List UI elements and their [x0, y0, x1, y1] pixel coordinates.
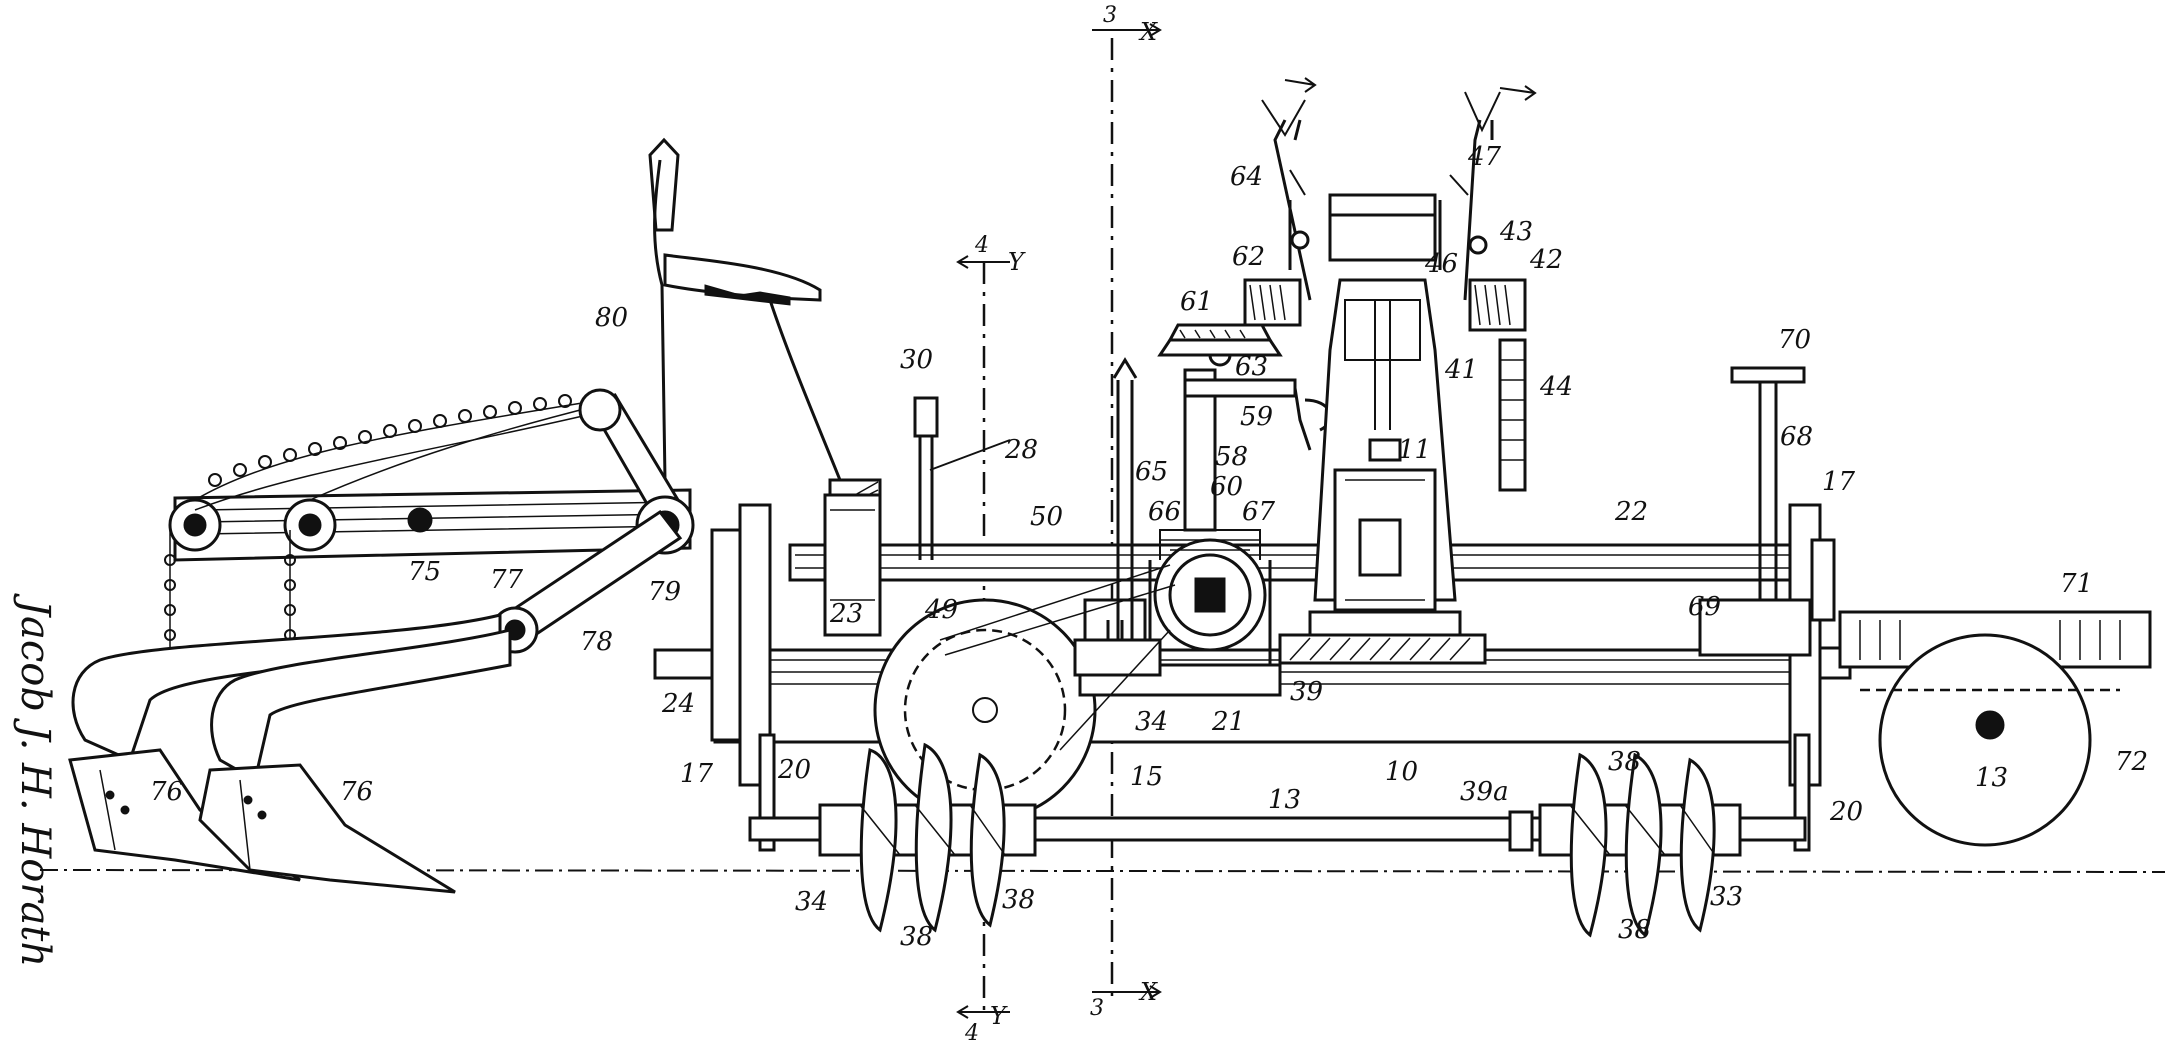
reference-numerals: 3 X 3 X 4 Y 4 Y 80 30 28 75 77 78 79 23 … [150, 3, 2148, 1046]
numeral: 75 [408, 557, 441, 587]
numeral: X [1138, 18, 1158, 46]
numeral: 44 [1539, 372, 1573, 402]
numeral: Y [1008, 248, 1026, 276]
numeral: 38 [1618, 915, 1651, 945]
motion-arrows [1284, 77, 1537, 101]
plough-lever [491, 388, 695, 654]
numeral: 17 [680, 759, 714, 789]
numeral: 62 [1232, 242, 1265, 272]
numeral: 61 [1180, 287, 1213, 317]
screw-rotor-front [818, 742, 1037, 933]
numeral: 38 [1608, 747, 1641, 777]
lever-70 [1698, 366, 1812, 657]
numeral: 59 [1240, 402, 1273, 432]
upper-rail [788, 543, 1822, 582]
coupling-39a [1508, 810, 1534, 852]
numeral: 3 [1090, 996, 1104, 1021]
numeral: 15 [1130, 762, 1163, 792]
numeral: 47 [1467, 142, 1502, 172]
inventor-signature: Jacob J. H. Horath [12, 600, 58, 968]
numeral: 38 [1002, 885, 1035, 915]
numeral: 77 [490, 565, 524, 595]
numeral: 79 [648, 577, 681, 607]
numeral: 4 [974, 233, 989, 258]
numeral: 66 [1148, 497, 1181, 527]
numeral: 4 [964, 1021, 979, 1043]
numeral: 64 [1230, 162, 1263, 192]
numeral: 20 [1829, 797, 1863, 827]
numeral: 28 [1004, 435, 1038, 465]
numeral: 65 [1135, 457, 1168, 487]
numeral: 39 [1290, 677, 1323, 707]
numeral: 78 [580, 627, 613, 657]
numeral: 68 [1780, 422, 1813, 452]
numeral: 10 [1385, 757, 1418, 787]
numeral: 22 [1614, 497, 1648, 527]
vertical-shaft-assembly [1157, 323, 1333, 532]
lever-30 [913, 396, 1011, 560]
lever-65 [1073, 357, 1162, 677]
seat-support [823, 493, 882, 637]
numeral: 49 [924, 595, 958, 625]
section-arrows [956, 23, 1162, 1019]
engine [1278, 193, 1487, 665]
numeral: 24 [661, 689, 695, 719]
numeral: 21 [1211, 707, 1245, 737]
numeral: 11 [1398, 435, 1431, 465]
numeral: Y [990, 1002, 1008, 1030]
numeral: 20 [777, 755, 811, 785]
control-levers [1243, 91, 1527, 492]
numeral: 13 [1268, 785, 1301, 815]
numeral: 13 [1975, 763, 2008, 793]
drive-belt [939, 564, 1176, 751]
seat [648, 137, 882, 512]
numeral: 41 [1444, 355, 1478, 385]
lift-chain [164, 394, 601, 670]
screw-rotor-rear [1538, 752, 1742, 938]
numeral: 34 [795, 887, 828, 917]
numeral: 63 [1235, 352, 1268, 382]
numeral: 42 [1529, 245, 1563, 275]
numeral: 58 [1215, 442, 1248, 472]
plough-beam [168, 488, 692, 562]
numeral: 30 [900, 345, 933, 375]
numeral: X [1138, 978, 1158, 1006]
numeral: 46 [1424, 249, 1458, 279]
numeral: 76 [340, 777, 373, 807]
numeral: 39a [1460, 777, 1509, 807]
numeral: 17 [1822, 467, 1856, 497]
numeral: 33 [1710, 882, 1743, 912]
numeral: 71 [2060, 569, 2093, 599]
rear-wheel [1838, 610, 2152, 847]
numeral: 43 [1499, 217, 1533, 247]
numeral: 3 [1103, 3, 1117, 28]
numeral: 76 [150, 777, 183, 807]
numeral: 80 [595, 303, 628, 333]
numeral: 67 [1242, 497, 1276, 527]
numeral: 38 [900, 922, 933, 952]
numeral: 60 [1210, 472, 1243, 502]
numeral: 23 [829, 599, 863, 629]
numeral: 72 [2115, 747, 2148, 777]
numeral: 70 [1778, 325, 1811, 355]
numeral: 69 [1688, 592, 1721, 622]
numeral: 34 [1135, 707, 1168, 737]
plough-shares [68, 613, 512, 894]
numeral: 50 [1030, 502, 1063, 532]
